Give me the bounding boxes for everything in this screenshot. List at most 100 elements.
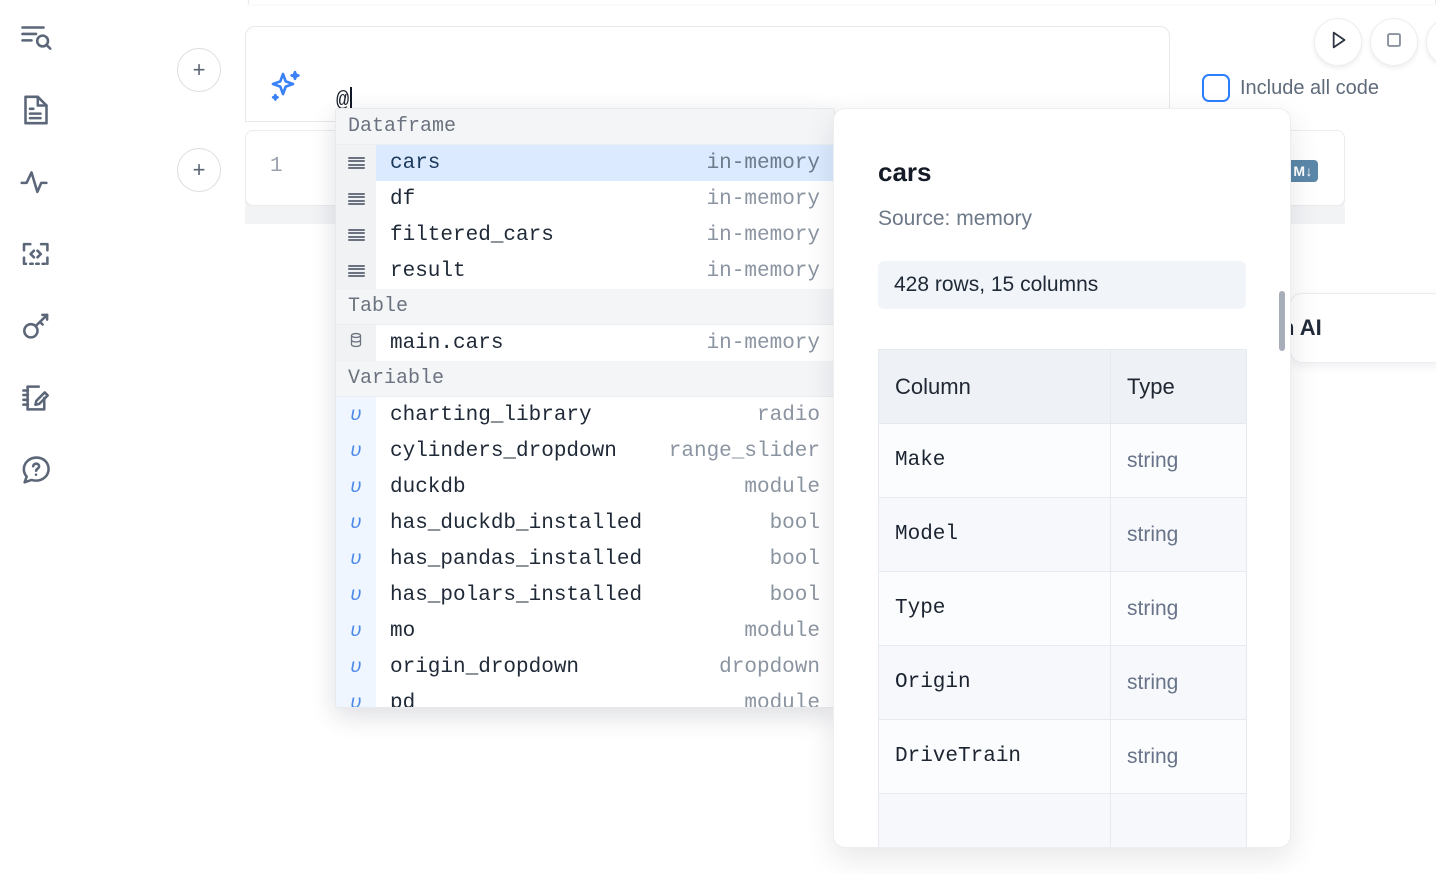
upsilon-icon: υ: [350, 656, 362, 678]
autocomplete-item-name: charting_library: [390, 403, 592, 427]
autocomplete-item[interactable]: cars in-memory: [336, 145, 834, 181]
autocomplete-item-type: in-memory: [706, 151, 820, 175]
list-lines-icon: [347, 228, 365, 242]
sidebar-item-activity[interactable]: [14, 160, 58, 204]
upsilon-icon: υ: [336, 613, 376, 649]
notebook-edit-icon: [18, 380, 54, 416]
cell-column-name: Make: [878, 423, 1111, 498]
add-cell-button-top[interactable]: +: [177, 48, 221, 92]
sidebar-item-secrets[interactable]: [14, 304, 58, 348]
autocomplete-item-type: in-memory: [706, 187, 820, 211]
cell-column-type: string: [1110, 571, 1247, 646]
autocomplete-item-type: dropdown: [719, 655, 820, 679]
sidebar-item-help[interactable]: [14, 448, 58, 492]
cell-column-type: string: [1110, 645, 1247, 720]
cell-column-name: Type: [878, 571, 1111, 646]
sparkles-icon: [266, 67, 306, 112]
run-button[interactable]: [1314, 18, 1362, 66]
autocomplete-item-name: pd: [390, 691, 416, 708]
autocomplete-item-type: module: [744, 619, 820, 643]
code-brackets-icon: [18, 236, 54, 272]
autocomplete-item-name: cars: [390, 151, 441, 175]
list-lines-icon: [347, 192, 365, 206]
help-chat-icon: [18, 452, 54, 488]
autocomplete-item-name: has_pandas_installed: [390, 547, 643, 571]
upsilon-icon: υ: [350, 692, 362, 708]
autocomplete-item[interactable]: result in-memory: [336, 253, 834, 289]
autocomplete-item-name: has_polars_installed: [390, 583, 643, 607]
upsilon-icon: υ: [350, 404, 362, 426]
detail-scrollbar-thumb[interactable]: [1279, 291, 1285, 351]
markdown-badge[interactable]: M↓: [1287, 159, 1318, 182]
plus-icon: +: [192, 57, 206, 82]
line-number: 1: [270, 155, 283, 178]
ai-prompt-input[interactable]: @: [336, 87, 353, 113]
table-row: [878, 793, 1247, 847]
left-sidebar: [0, 0, 72, 874]
sidebar-item-files[interactable]: [14, 88, 58, 132]
list-lines-icon: [347, 264, 365, 278]
upsilon-icon: υ: [336, 649, 376, 685]
sidebar-item-scratchpad[interactable]: [14, 376, 58, 420]
table-header-row: Column Type: [878, 349, 1247, 424]
upsilon-icon: υ: [350, 620, 362, 642]
activity-icon: [18, 164, 54, 200]
autocomplete-item-type: bool: [769, 547, 820, 571]
autocomplete-group-header: Variable: [336, 361, 834, 397]
cell-column-type: string: [1110, 497, 1247, 572]
generate-with-ai-button[interactable]: h AI: [1281, 293, 1436, 363]
ai-prompt-bar[interactable]: @: [245, 26, 1170, 122]
autocomplete-item-type: bool: [769, 511, 820, 535]
cell-column-name: DriveTrain: [878, 719, 1111, 794]
add-cell-button-bottom[interactable]: +: [177, 148, 221, 192]
include-all-code-checkbox[interactable]: [1202, 74, 1230, 102]
key-icon: [18, 308, 54, 344]
autocomplete-item-type: in-memory: [706, 259, 820, 283]
database-icon: [336, 325, 376, 361]
list-lines-icon: [336, 217, 376, 253]
upsilon-icon: υ: [350, 584, 362, 606]
detail-shape-chip: 428 rows, 15 columns: [878, 261, 1246, 309]
upsilon-icon: υ: [336, 685, 376, 708]
autocomplete-item-type: range_slider: [668, 439, 820, 463]
upsilon-icon: υ: [350, 512, 362, 534]
sidebar-item-explore[interactable]: [14, 16, 58, 60]
database-icon: [347, 330, 365, 357]
stop-button[interactable]: [1370, 18, 1418, 66]
dataframe-detail-panel: cars Source: memory 428 rows, 15 columns…: [833, 108, 1291, 848]
more-options-button[interactable]: [1426, 18, 1436, 66]
autocomplete-item-name: filtered_cars: [390, 223, 554, 247]
upsilon-icon: υ: [336, 469, 376, 505]
autocomplete-group-header: Dataframe: [336, 109, 834, 145]
autocomplete-item-name: result: [390, 259, 466, 283]
column-header-column: Column: [878, 349, 1111, 424]
upsilon-icon: υ: [350, 440, 362, 462]
upsilon-icon: υ: [336, 505, 376, 541]
notebook-panel-top-edge: [248, 0, 1436, 4]
list-lines-icon: [336, 145, 376, 181]
list-lines-icon: [347, 156, 365, 170]
autocomplete-item-name: duckdb: [390, 475, 466, 499]
sidebar-item-snippets[interactable]: [14, 232, 58, 276]
include-all-code-row[interactable]: Include all code: [1202, 74, 1379, 102]
detail-title: cars: [878, 157, 932, 187]
